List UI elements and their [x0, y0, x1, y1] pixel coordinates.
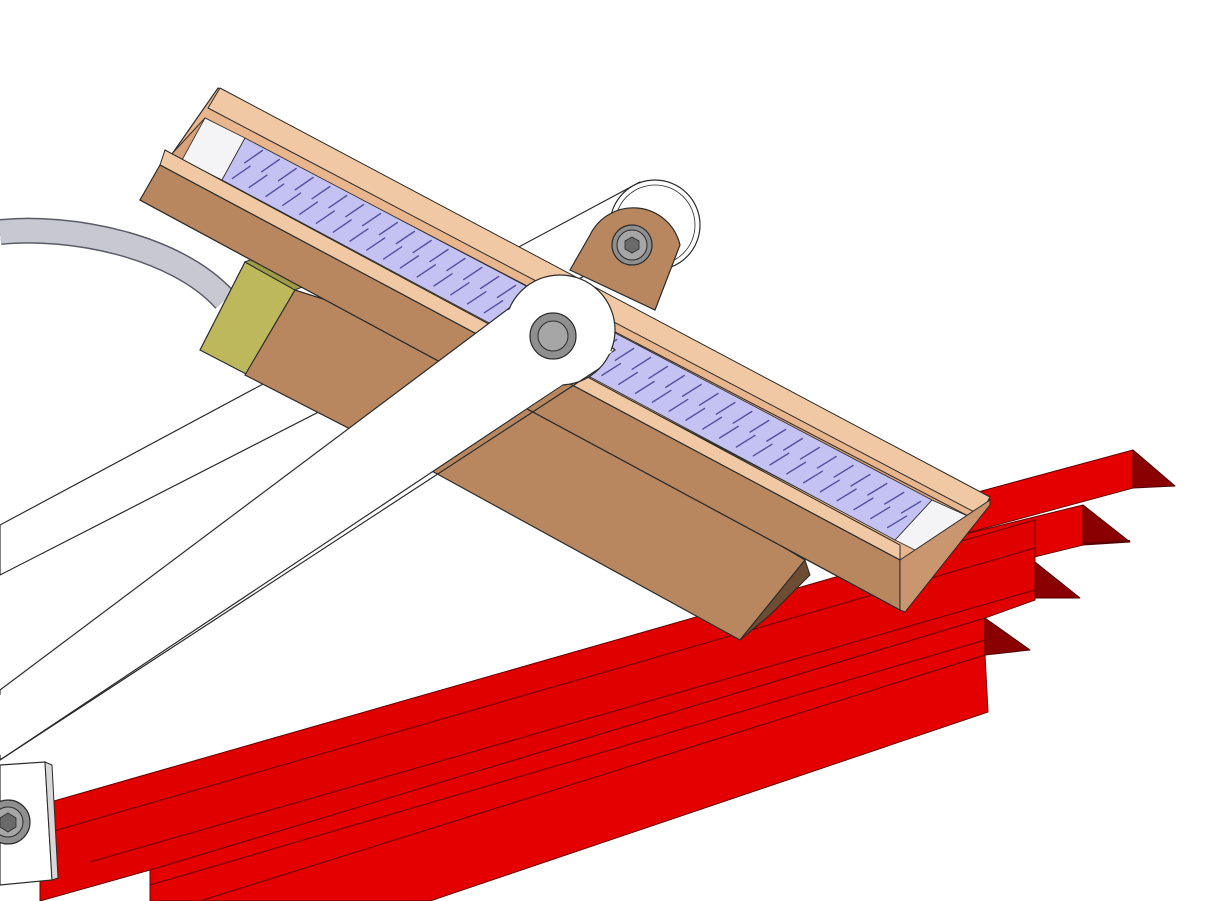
slot-mark: [282, 192, 302, 207]
hex-socket-bolt-icon: [0, 812, 17, 833]
slot-mark: [752, 443, 773, 457]
slot-mark: [886, 515, 908, 529]
slot-mark: [651, 389, 672, 403]
slot-mark: [900, 500, 922, 514]
pivot-bracket: [569, 207, 681, 311]
slot-mark: [614, 347, 635, 362]
slot-mark: [618, 371, 638, 386]
slot-mark: [718, 425, 739, 439]
slot-mark: [378, 221, 399, 236]
slot-mark: [836, 488, 857, 502]
slot-mark: [479, 275, 500, 290]
pivot-arm-bolt-top: [537, 320, 569, 352]
slot-mark: [412, 239, 432, 254]
slot-mark: [244, 149, 264, 164]
slot-mark: [685, 407, 706, 421]
slot-mark: [277, 167, 297, 182]
slot-mark: [698, 392, 719, 406]
white-pivot-arm-edge: [0, 367, 601, 761]
rail-base-face: [39, 519, 1036, 901]
slot-mark: [867, 482, 888, 496]
slot-mark: [648, 365, 669, 379]
mounting-plate: [0, 761, 59, 886]
slot-mark: [332, 219, 352, 233]
slot-mark: [248, 174, 268, 189]
slot-mark: [349, 228, 369, 242]
rail-4-end: [984, 617, 1031, 656]
white-pivot-arm-cover: [0, 290, 612, 755]
rail-4-foot: [199, 654, 989, 901]
slot-mark: [260, 158, 281, 173]
rail-3-end: [1034, 561, 1081, 599]
slot-mark: [294, 176, 314, 191]
slot-mark: [395, 230, 416, 245]
slot-mark: [382, 246, 403, 260]
slot-mark: [802, 470, 824, 484]
slot-mark: [231, 165, 251, 180]
slot-mark: [749, 419, 770, 433]
slot-mark: [446, 257, 466, 272]
slot-mark: [416, 264, 436, 278]
slot-mark: [265, 183, 285, 198]
bracket-bolt: [611, 224, 653, 266]
slot-mark: [345, 203, 365, 218]
slot-mark: [466, 291, 487, 305]
slot-mark: [429, 248, 449, 263]
slot-mark: [853, 497, 874, 511]
grey-cable-fill: [0, 219, 234, 309]
slot-mark: [433, 273, 453, 287]
white-pivot-arm: [0, 274, 616, 761]
slot-mark: [601, 362, 622, 377]
slot-mark: [786, 461, 807, 475]
slot-mark: [816, 455, 837, 469]
slot-mark: [732, 410, 753, 424]
hex-socket-bolt-icon: [624, 236, 640, 254]
slot-mark: [483, 300, 504, 314]
slot-mark: [665, 374, 686, 388]
mounting-plate-edge: [44, 761, 59, 881]
slot-mark: [311, 185, 331, 200]
slot-mark: [884, 491, 905, 505]
slot-mark: [450, 282, 470, 296]
slot-mark: [681, 383, 702, 397]
slot-mark: [799, 446, 821, 460]
slot-mark: [769, 452, 790, 466]
slot-mark: [668, 398, 689, 412]
rail-crease-lines: [39, 547, 1036, 886]
slot-mark: [315, 210, 335, 224]
rail-1-end: [1132, 449, 1176, 489]
housing-front-face-bevel: [899, 499, 991, 613]
housing-wedge-shadow: [739, 558, 811, 641]
slot-mark: [361, 212, 382, 227]
slot-mark: [782, 437, 804, 451]
rail-4: [149, 617, 1031, 901]
slot-mark: [850, 473, 871, 487]
rail-2-underside: [1083, 540, 1130, 545]
slot-mark: [634, 380, 655, 394]
slot-mark: [833, 464, 854, 478]
slot-mark: [631, 356, 652, 371]
slot-mark: [819, 479, 840, 493]
slot-mark: [298, 201, 319, 215]
slot-mark: [735, 434, 756, 448]
slot-mark: [766, 428, 787, 442]
slot-mark: [715, 401, 736, 415]
slot-mark: [399, 255, 420, 269]
slot-mark: [328, 194, 348, 209]
slot-mark: [366, 237, 386, 251]
slot-mark: [702, 416, 723, 430]
slot-mark: [870, 506, 891, 520]
pivot-arm-bolt: [529, 312, 577, 360]
rail-2-end: [1082, 504, 1131, 546]
slot-mark: [496, 284, 517, 299]
slot-mark: [462, 266, 483, 281]
